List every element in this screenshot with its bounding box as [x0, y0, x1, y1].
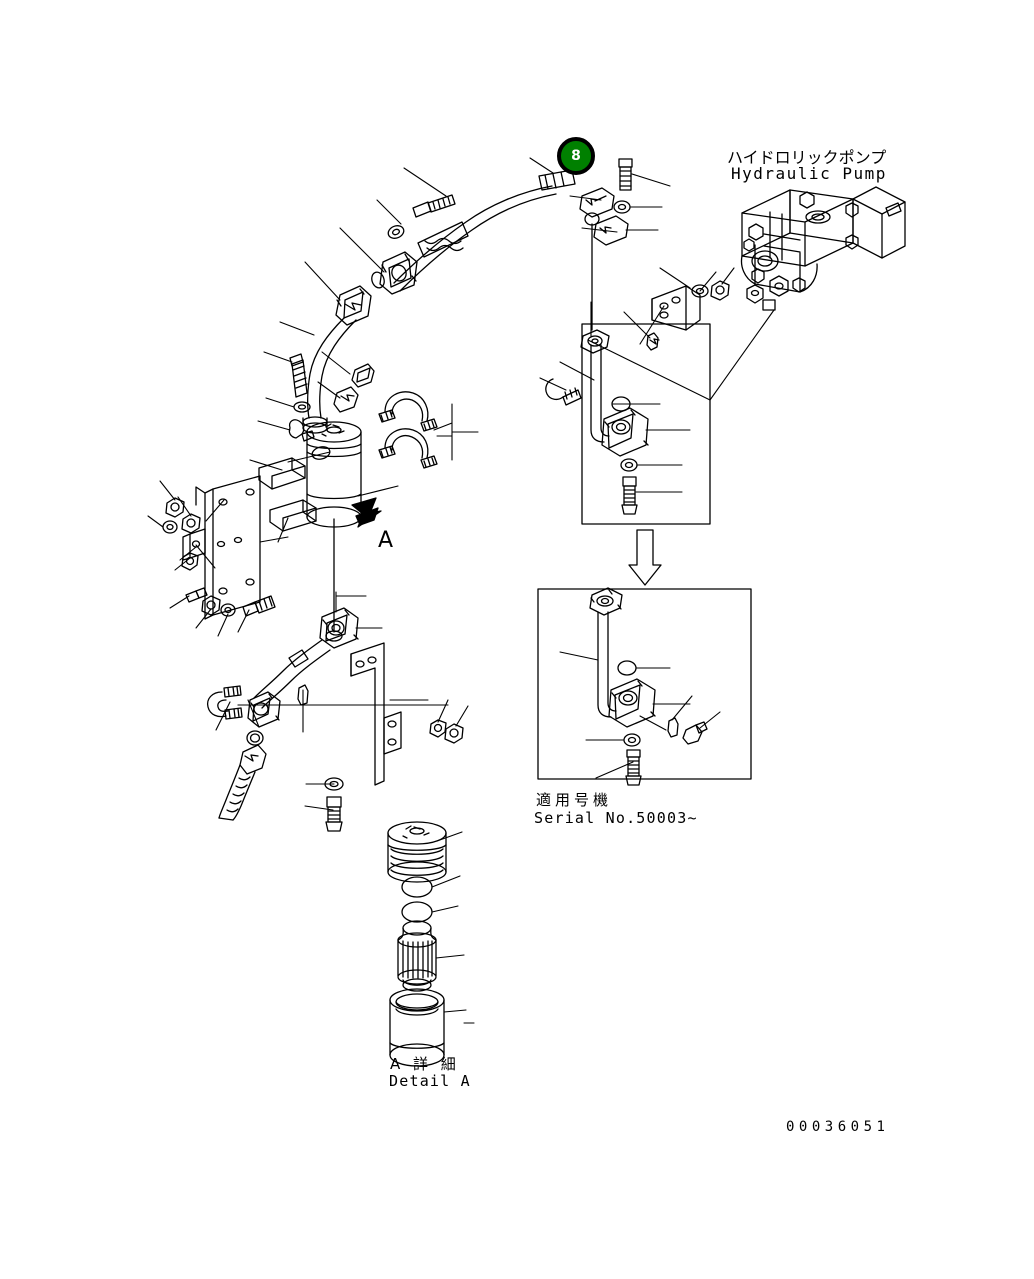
section-arrow-a [351, 497, 382, 528]
upper-hose-assembly [288, 169, 576, 460]
section-marker-a: A [378, 528, 394, 553]
pump-label-japanese: ハイドロリックポンプ [727, 148, 887, 167]
drawing-number: 00036051 [786, 1119, 890, 1135]
pump-mount-hardware [545, 158, 730, 406]
detail-a-filter [387, 821, 447, 1067]
inset-serial-tube [537, 587, 752, 786]
lower-hose-assembly [206, 607, 464, 832]
serial-label-english: Serial No.50003~ [534, 809, 698, 827]
callout-number: 8 [571, 148, 581, 164]
leader-lines [147, 157, 775, 1024]
callout-marker-8[interactable]: 8 [557, 137, 595, 175]
detail-label-english: Detail A [389, 1072, 471, 1090]
mounting-plate-assembly [162, 457, 317, 620]
detail-label-japanese: A 詳 細 [390, 1055, 460, 1073]
inset-upper-tube [580, 323, 711, 586]
serial-label-japanese: 適用号機 [536, 791, 613, 809]
pump-label-english: Hydraulic Pump [731, 164, 887, 183]
hydraulic-pump [740, 186, 906, 311]
